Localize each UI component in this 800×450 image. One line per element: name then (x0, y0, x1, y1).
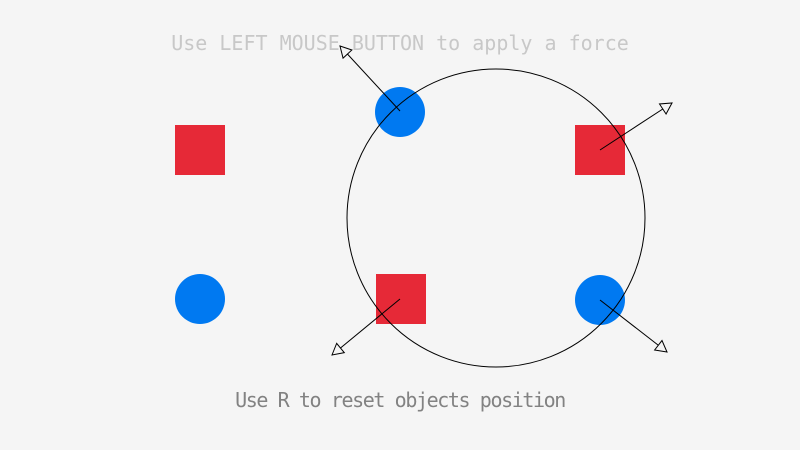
force-arrows-layer (331, 45, 673, 356)
force-arrow (599, 102, 673, 151)
force-arrow-line (599, 102, 673, 151)
force-arrow (339, 45, 401, 112)
instruction-bottom-label: Use R to reset objects position (235, 388, 566, 412)
physics-body-circle[interactable] (175, 274, 225, 324)
force-arrow (599, 299, 668, 353)
physics-body-square[interactable] (175, 125, 225, 175)
physics-body-square[interactable] (376, 274, 426, 324)
force-arrow-head-icon (331, 342, 346, 356)
force-arrow-line (599, 299, 668, 353)
outline-layer (346, 68, 646, 368)
force-arrow-head-icon (653, 339, 668, 353)
instruction-top-label: Use LEFT MOUSE BUTTON to apply a force (171, 31, 629, 55)
outline-circle (346, 68, 646, 368)
force-arrow-line (331, 298, 401, 356)
force-arrow-line (339, 45, 401, 112)
force-arrow (331, 298, 401, 356)
physics-body-circle[interactable] (375, 87, 425, 137)
force-arrow-head-icon (658, 102, 673, 116)
force-arrow-head-icon (339, 45, 353, 60)
